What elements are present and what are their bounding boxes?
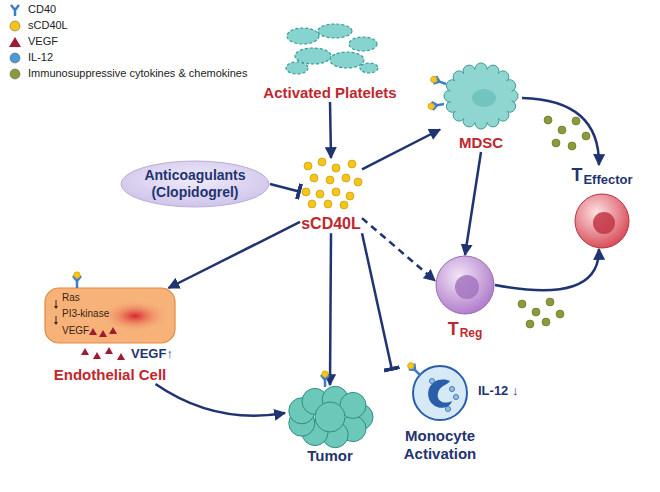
node-label: PI3-kinase [62, 308, 109, 320]
legend-text: VEGF [28, 35, 58, 47]
activation-arrow [362, 218, 435, 281]
legend-swatch [6, 19, 24, 33]
legend-row: Immunosuppressive cytokines & chemokines [6, 66, 286, 82]
legend-text: IL-12 [28, 51, 53, 63]
node-label: Reg [460, 326, 483, 340]
cell-illustration [285, 385, 375, 445]
node-label: Endothelial Cell [54, 366, 167, 384]
legend-row: IL-12 [6, 50, 286, 66]
node-label: Ras [62, 292, 80, 304]
legend-text: Immunosuppressive cytokines & chemokines [28, 67, 247, 79]
activation-arrow [495, 249, 599, 290]
activation-arrow [169, 222, 301, 288]
cell-illustration [300, 158, 362, 208]
legend-swatch [6, 51, 24, 65]
activation-arrow [362, 130, 440, 170]
node-label: IL-12 ↓ [478, 383, 518, 399]
node-label: Effector [583, 172, 632, 188]
legend-row: sCD40L [6, 18, 286, 34]
teffector-cell: TEffector [574, 193, 630, 249]
node-label: T [448, 319, 459, 341]
activation-arrow [465, 152, 481, 255]
cell-illustration [412, 365, 468, 421]
node-label: Anticoagulants (Clopidogrel) [137, 167, 253, 201]
drug-ellipse: Anticoagulants (Clopidogrel) [120, 160, 270, 208]
node-label: Monocyte Activation [392, 427, 488, 463]
legend-text: CD40 [28, 3, 56, 15]
cell-illustration [574, 193, 630, 249]
node-label: T [571, 165, 582, 187]
endothelial-cell: RasPI3-kinaseVEGFVEGF↑Endothelial Cell [45, 288, 175, 343]
legend-row: VEGF [6, 34, 286, 50]
node-label: sCD40L [301, 214, 361, 233]
node-label: MDSC [459, 134, 503, 152]
legend-swatch [6, 3, 24, 17]
monocyte-cell: IL-12 ↓Monocyte Activation [412, 365, 468, 421]
legend-swatch [6, 67, 24, 81]
activation-arrow [156, 384, 286, 416]
activation-arrow [330, 233, 331, 385]
mdsc-cell: MDSC [440, 62, 522, 130]
legend-swatch [6, 35, 24, 49]
cell-illustration [440, 62, 522, 130]
inhibition-arrow [270, 184, 300, 192]
platelets: Activated Platelets [283, 22, 378, 77]
activation-arrow [522, 98, 599, 165]
tumor-cluster: Tumor [285, 385, 375, 445]
node-label: VEGF↑ [131, 346, 173, 362]
node-label: VEGF [62, 325, 89, 337]
node-label: Activated Platelets [263, 84, 396, 102]
cell-illustration [283, 22, 378, 77]
legend-row: CD40 [6, 2, 286, 18]
inhibition-arrow [362, 233, 392, 370]
node-label: Tumor [307, 447, 353, 465]
legend-text: sCD40L [28, 19, 68, 31]
cell-illustration [435, 255, 495, 315]
treg-cell: TReg [435, 255, 495, 315]
activation-arrow [329, 102, 332, 158]
ligand-cluster: sCD40L [300, 158, 362, 208]
